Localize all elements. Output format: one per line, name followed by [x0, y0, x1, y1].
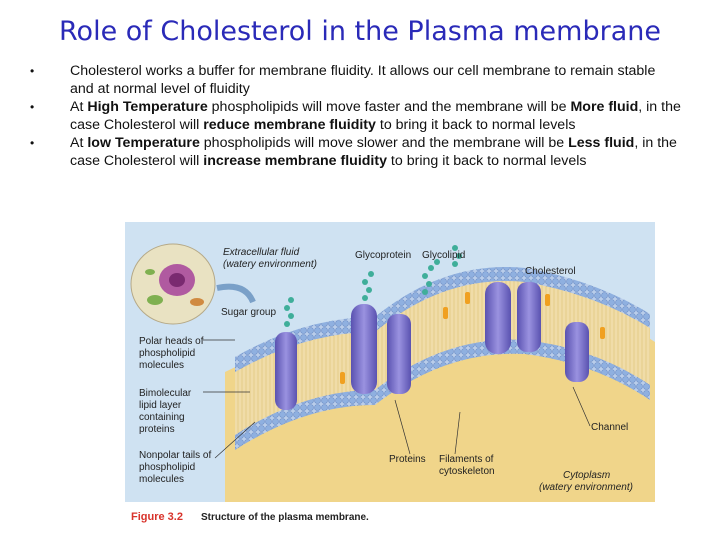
bullet-text: to bring it back to normal levels [375, 117, 576, 133]
bullet-text: phospholipids will move faster and the m… [207, 99, 571, 115]
zoom-arrow [216, 283, 256, 304]
bullet-bold: High Temperature [87, 99, 208, 115]
bullet-text: At [70, 99, 88, 115]
bullet-dot: • [30, 100, 35, 114]
label-glycolipid: Glycolipid [422, 250, 465, 261]
bullet-text: , in the case Cholesterol will [70, 135, 677, 169]
label-filaments: Filaments of [439, 454, 494, 465]
bullet-text: , in the case Cholesterol will [70, 99, 681, 133]
label-polar-heads: Polar heads of [139, 336, 204, 347]
caption-area [125, 502, 655, 538]
bullet-text: phospholipids will move slower and the m… [199, 135, 569, 151]
cell-icon [130, 243, 216, 325]
membrane-figure: Extracellular fluid (watery environment)… [125, 222, 655, 538]
bullet-bold: reduce membrane fluidity [203, 117, 376, 133]
label-proteins: Proteins [389, 454, 426, 465]
bullet-item: • At High Temperature phospholipids will… [22, 98, 682, 134]
leader-lines [203, 339, 591, 459]
sugar-chains [284, 245, 462, 327]
label-extracellular: Extracellular fluid [223, 247, 300, 258]
bullet-text: to bring it back to normal levels [386, 153, 587, 169]
figure-caption-text: Structure of the plasma membrane. [201, 512, 369, 523]
label-bimolecular: proteins [139, 424, 175, 435]
label-channel: Channel [591, 422, 628, 433]
outer-heads [235, 267, 650, 372]
bullet-dot: • [30, 64, 35, 78]
label-bimolecular: Bimolecular [139, 388, 192, 399]
bullet-item: • At low Temperature phospholipids will … [22, 134, 682, 170]
bullet-bold: increase membrane fluidity [203, 153, 387, 169]
label-bimolecular: containing [139, 412, 185, 423]
bullet-bold: Less fluid [568, 135, 635, 151]
bullet-text: At [70, 135, 88, 151]
label-sugar-group: Sugar group [221, 307, 276, 318]
label-nonpolar-tails: molecules [139, 474, 184, 485]
figure-caption-number: Figure 3.2 [131, 511, 183, 523]
bullet-list: • Cholesterol works a buffer for membran… [22, 62, 682, 170]
bullet-text: Cholesterol works a buffer for membrane … [70, 63, 656, 97]
label-filaments: cytoskeleton [439, 466, 495, 477]
label-polar-heads: molecules [139, 360, 184, 371]
lipid-tails [235, 279, 650, 437]
label-cytoplasm: Cytoplasm [563, 470, 610, 481]
label-nonpolar-tails: Nonpolar tails of [139, 450, 211, 461]
label-polar-heads: phospholipid [139, 348, 195, 359]
bullet-bold: low Temperature [87, 135, 200, 151]
label-nonpolar-tails: phospholipid [139, 462, 195, 473]
bullet-dot: • [30, 136, 35, 150]
label-cytoplasm-sub: (watery environment) [539, 482, 633, 493]
slide-title: Role of Cholesterol in the Plasma membra… [59, 16, 661, 47]
label-bimolecular: lipid layer [139, 400, 182, 411]
inner-heads [235, 339, 650, 450]
membrane-proteins [275, 282, 589, 410]
label-extracellular-sub: (watery environment) [223, 259, 317, 270]
bullet-item: • Cholesterol works a buffer for membran… [22, 62, 682, 98]
cholesterol-molecules [340, 292, 605, 384]
bullet-bold: More fluid [570, 99, 639, 115]
label-glycoprotein: Glycoprotein [355, 250, 411, 261]
label-cholesterol: Cholesterol [525, 266, 576, 277]
membrane-illustration: Extracellular fluid (watery environment)… [125, 222, 655, 538]
